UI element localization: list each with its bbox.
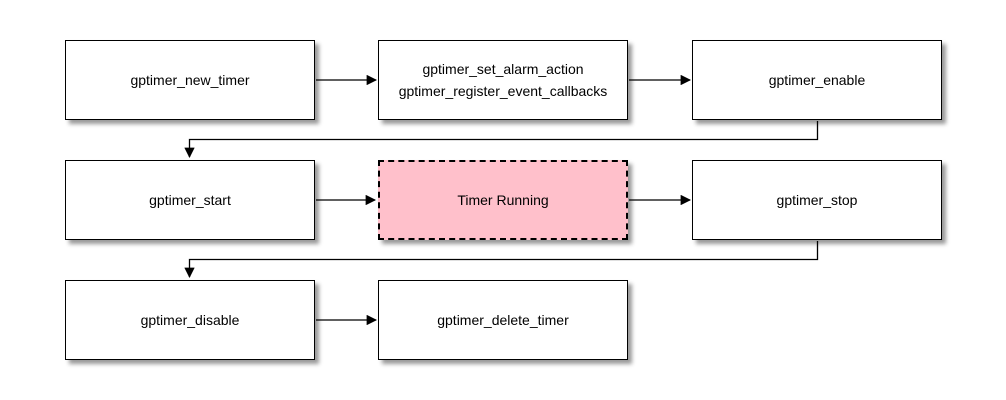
connector-enable-to-start [184,121,819,159]
node-gptimer-delete-timer: gptimer_delete_timer [378,280,628,360]
node-gptimer-stop: gptimer_stop [692,160,942,240]
node-label-line2: gptimer_register_event_callbacks [398,83,608,99]
node-label: gptimer_disable [140,312,240,328]
node-gptimer-disable: gptimer_disable [65,280,315,360]
node-label-line1: gptimer_set_alarm_action [422,61,584,77]
connector-stop-to-disable [184,241,819,279]
node-gptimer-new-timer: gptimer_new_timer [65,40,315,120]
node-label: gptimer_start [149,192,231,208]
node-label: gptimer_delete_timer [437,312,569,328]
node-timer-running-state: Timer Running [378,160,628,240]
node-gptimer-configure: gptimer_set_alarm_action gptimer_registe… [378,40,628,120]
node-label: gptimer_new_timer [130,72,250,88]
node-label: gptimer_enable [768,72,866,88]
node-label: Timer Running [457,192,549,208]
node-gptimer-enable: gptimer_enable [692,40,942,120]
node-label: gptimer_stop [776,192,858,208]
node-gptimer-start: gptimer_start [65,160,315,240]
